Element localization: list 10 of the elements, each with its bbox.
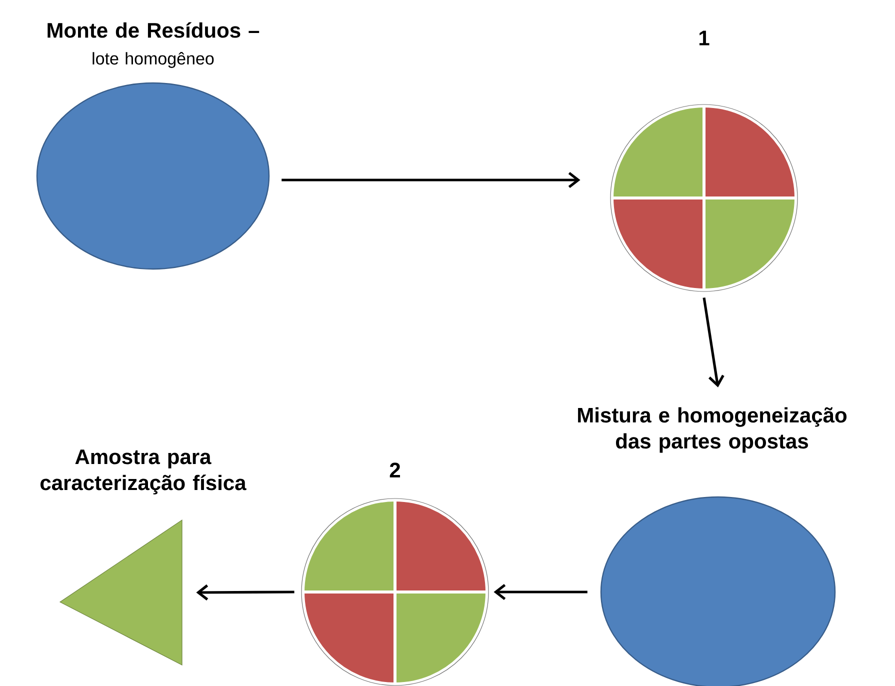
arrow <box>702 298 724 388</box>
heading: Monte de Resíduos – <box>48 22 260 38</box>
step-number: 2 <box>390 462 400 478</box>
arrow <box>196 584 294 600</box>
step-number: 1 <box>699 30 710 46</box>
heading: Amostra para caracterização física <box>40 450 246 494</box>
arrow <box>494 584 588 600</box>
arrow <box>282 172 580 188</box>
heading: Mistura e homogeneização das partes opostas <box>578 407 847 453</box>
subheading: lote homogêneo <box>92 52 214 68</box>
